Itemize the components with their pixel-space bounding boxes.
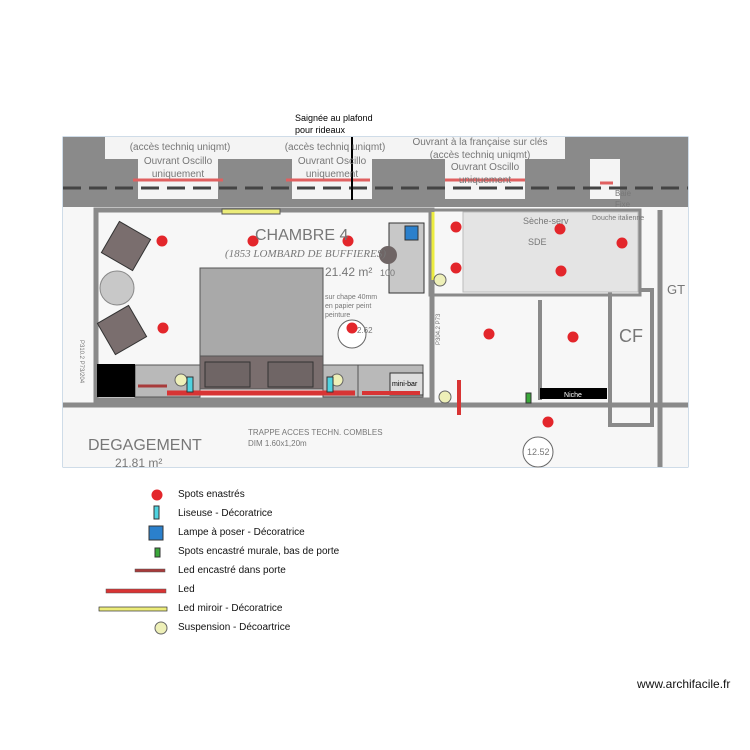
black-unit — [97, 364, 135, 397]
minibar-label: mini-bar — [392, 381, 418, 388]
lampe-icon — [148, 525, 164, 541]
label: uniquement — [459, 175, 511, 186]
legend-item: Led encastré dans porte — [178, 565, 286, 576]
label: peinture — [325, 312, 350, 319]
room-sub: (1853 LOMBARD DE BUFFIERES) — [225, 248, 386, 260]
mural-spot-icon — [525, 392, 532, 404]
label: TRAPPE ACCES TECHN. COMBLES — [248, 428, 383, 437]
room-badge — [337, 319, 367, 349]
legend-item: Spots encastré murale, bas de porte — [178, 546, 340, 557]
suspension-icon — [154, 621, 168, 635]
room-area: 21.42 m² — [325, 265, 372, 279]
annotation-line2: pour rideaux — [295, 125, 346, 135]
label: Ouvrant Oscillo — [298, 156, 367, 167]
legend-item: Led — [178, 584, 195, 595]
label: sur chape 40mm — [325, 294, 377, 301]
annotation-line1: Saignée au plafond — [295, 113, 373, 123]
legend-item: Liseuse - Décoratrice — [178, 508, 273, 519]
label: Ouvrant Oscillo — [144, 156, 213, 167]
spot-icon — [151, 489, 163, 501]
spot-icon — [555, 265, 567, 277]
led-mirror-icon — [98, 606, 168, 612]
desk-chair — [379, 246, 397, 264]
label: CF — [619, 326, 643, 346]
led-door-icon — [134, 568, 166, 573]
spot-icon — [157, 322, 169, 334]
niche-block — [540, 388, 607, 399]
liseuse-icon — [153, 505, 160, 520]
led-icon — [105, 588, 167, 594]
label: (accès techniq uniqmt) — [430, 150, 531, 161]
label: Baie — [615, 189, 632, 198]
label: 21.81 m² — [115, 456, 162, 470]
label: Sèche-serv — [523, 216, 569, 226]
label: P310.2 P73/204 — [78, 340, 84, 384]
legend-item: Spots enastrés — [178, 489, 245, 500]
label: GT — [667, 282, 685, 297]
spot-icon — [616, 237, 628, 249]
walls — [63, 207, 688, 467]
spot-icon — [567, 331, 579, 343]
mural-spot-icon — [154, 547, 161, 558]
label: DEGAGEMENT — [88, 437, 202, 454]
spot-icon — [450, 262, 462, 274]
led-mirror — [221, 208, 281, 215]
shower-area — [462, 211, 639, 293]
label: Ouvrant à la française sur clés — [412, 137, 547, 148]
suspension-icon — [433, 273, 447, 287]
armchair — [100, 220, 152, 272]
room-name: CHAMBRE 4 — [255, 227, 348, 244]
label: (accès techniq uniqmt) — [130, 142, 231, 153]
spot-icon — [247, 235, 259, 247]
pillow — [204, 361, 251, 388]
suspension-icon — [438, 390, 452, 404]
spot-icon — [346, 322, 358, 334]
footer-watermark: www.archifacile.fr — [637, 677, 731, 691]
label: en papier peint — [325, 303, 371, 310]
label: (accès techniq uniqmt) — [285, 142, 386, 153]
label: Douche italienne — [592, 215, 644, 222]
label: P304.2 P73 — [436, 313, 442, 345]
label: Fixe — [615, 200, 631, 209]
spot-icon — [554, 223, 566, 235]
lampe-icon — [404, 225, 419, 241]
armchair — [96, 304, 148, 356]
room-badge — [522, 436, 554, 468]
bed — [199, 267, 324, 357]
legend-item: Led miroir - Décoratrice — [178, 603, 283, 614]
liseuse-icon — [326, 376, 334, 393]
legend-item: Suspension - Décoartrice — [178, 622, 291, 633]
label: uniquement — [152, 169, 204, 180]
side-table — [99, 270, 135, 306]
window-4 — [590, 159, 620, 199]
spot-icon — [450, 221, 462, 233]
liseuse-icon — [186, 376, 194, 393]
spots — [156, 221, 628, 428]
label: 12.52 — [527, 447, 550, 457]
spot-icon — [542, 416, 554, 428]
spot-icon — [342, 235, 354, 247]
label: 2.62 — [357, 326, 373, 335]
niche-label: Niche — [564, 392, 582, 399]
room-code: 100 — [380, 268, 395, 278]
spot-icon — [483, 328, 495, 340]
facade-label-band — [105, 137, 565, 159]
label: DIM 1.60x1,20m — [248, 439, 307, 448]
label: uniquement — [306, 169, 358, 180]
legend-icons — [98, 489, 168, 635]
label: SDE — [528, 237, 547, 247]
spot-icon — [156, 235, 168, 247]
suspension-icon — [174, 373, 188, 387]
pillow — [267, 361, 314, 388]
suspensions — [174, 273, 452, 404]
legend-item: Lampe à poser - Décoratrice — [178, 527, 305, 538]
label: Ouvrant Oscillo — [451, 162, 520, 173]
